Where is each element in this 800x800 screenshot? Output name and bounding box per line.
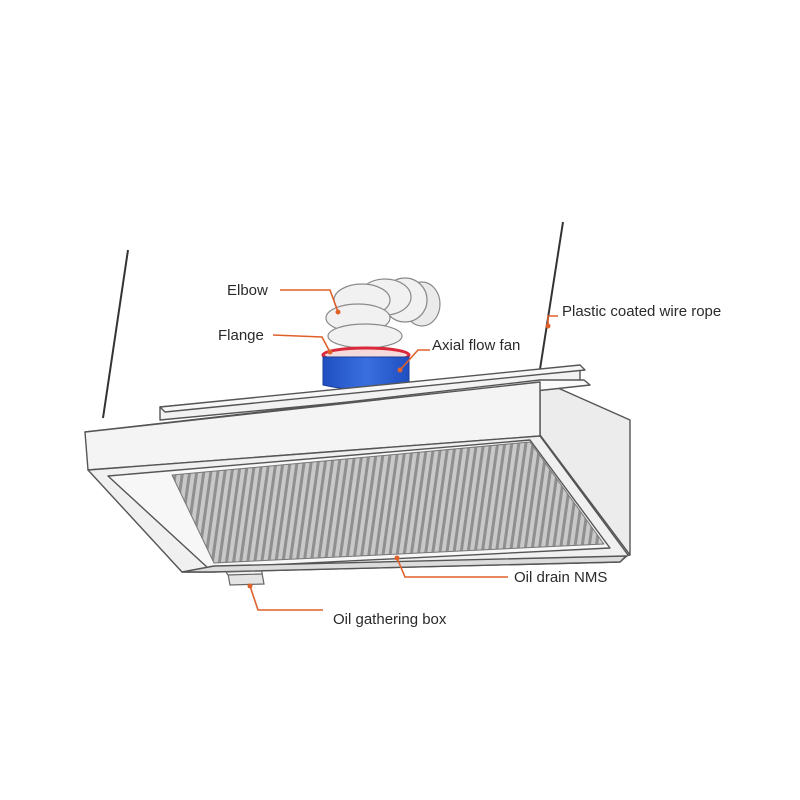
wire-rope-left	[102, 249, 129, 419]
leader-wire-rope	[547, 315, 558, 326]
label-oil-box: Oil gathering box	[333, 611, 447, 628]
elbow-duct	[325, 277, 441, 349]
leader-oil-box	[249, 585, 323, 611]
label-flange: Flange	[218, 327, 264, 344]
oil-gathering-box	[224, 570, 265, 586]
wire-rope-right	[537, 221, 564, 383]
label-wire-rope: Plastic coated wire rope	[562, 303, 722, 320]
leader-lines	[249, 289, 558, 611]
label-elbow: Elbow	[227, 282, 268, 299]
leader-axial-fan	[399, 349, 430, 371]
hood-body	[84, 364, 631, 573]
leader-elbow	[280, 289, 339, 313]
leader-oil-drain	[396, 557, 508, 578]
label-axial-fan: Axial flow fan	[432, 337, 521, 354]
label-oil-drain: Oil drain NMS	[514, 569, 608, 586]
leader-flange	[272, 334, 331, 353]
leader-dots	[247, 309, 551, 589]
